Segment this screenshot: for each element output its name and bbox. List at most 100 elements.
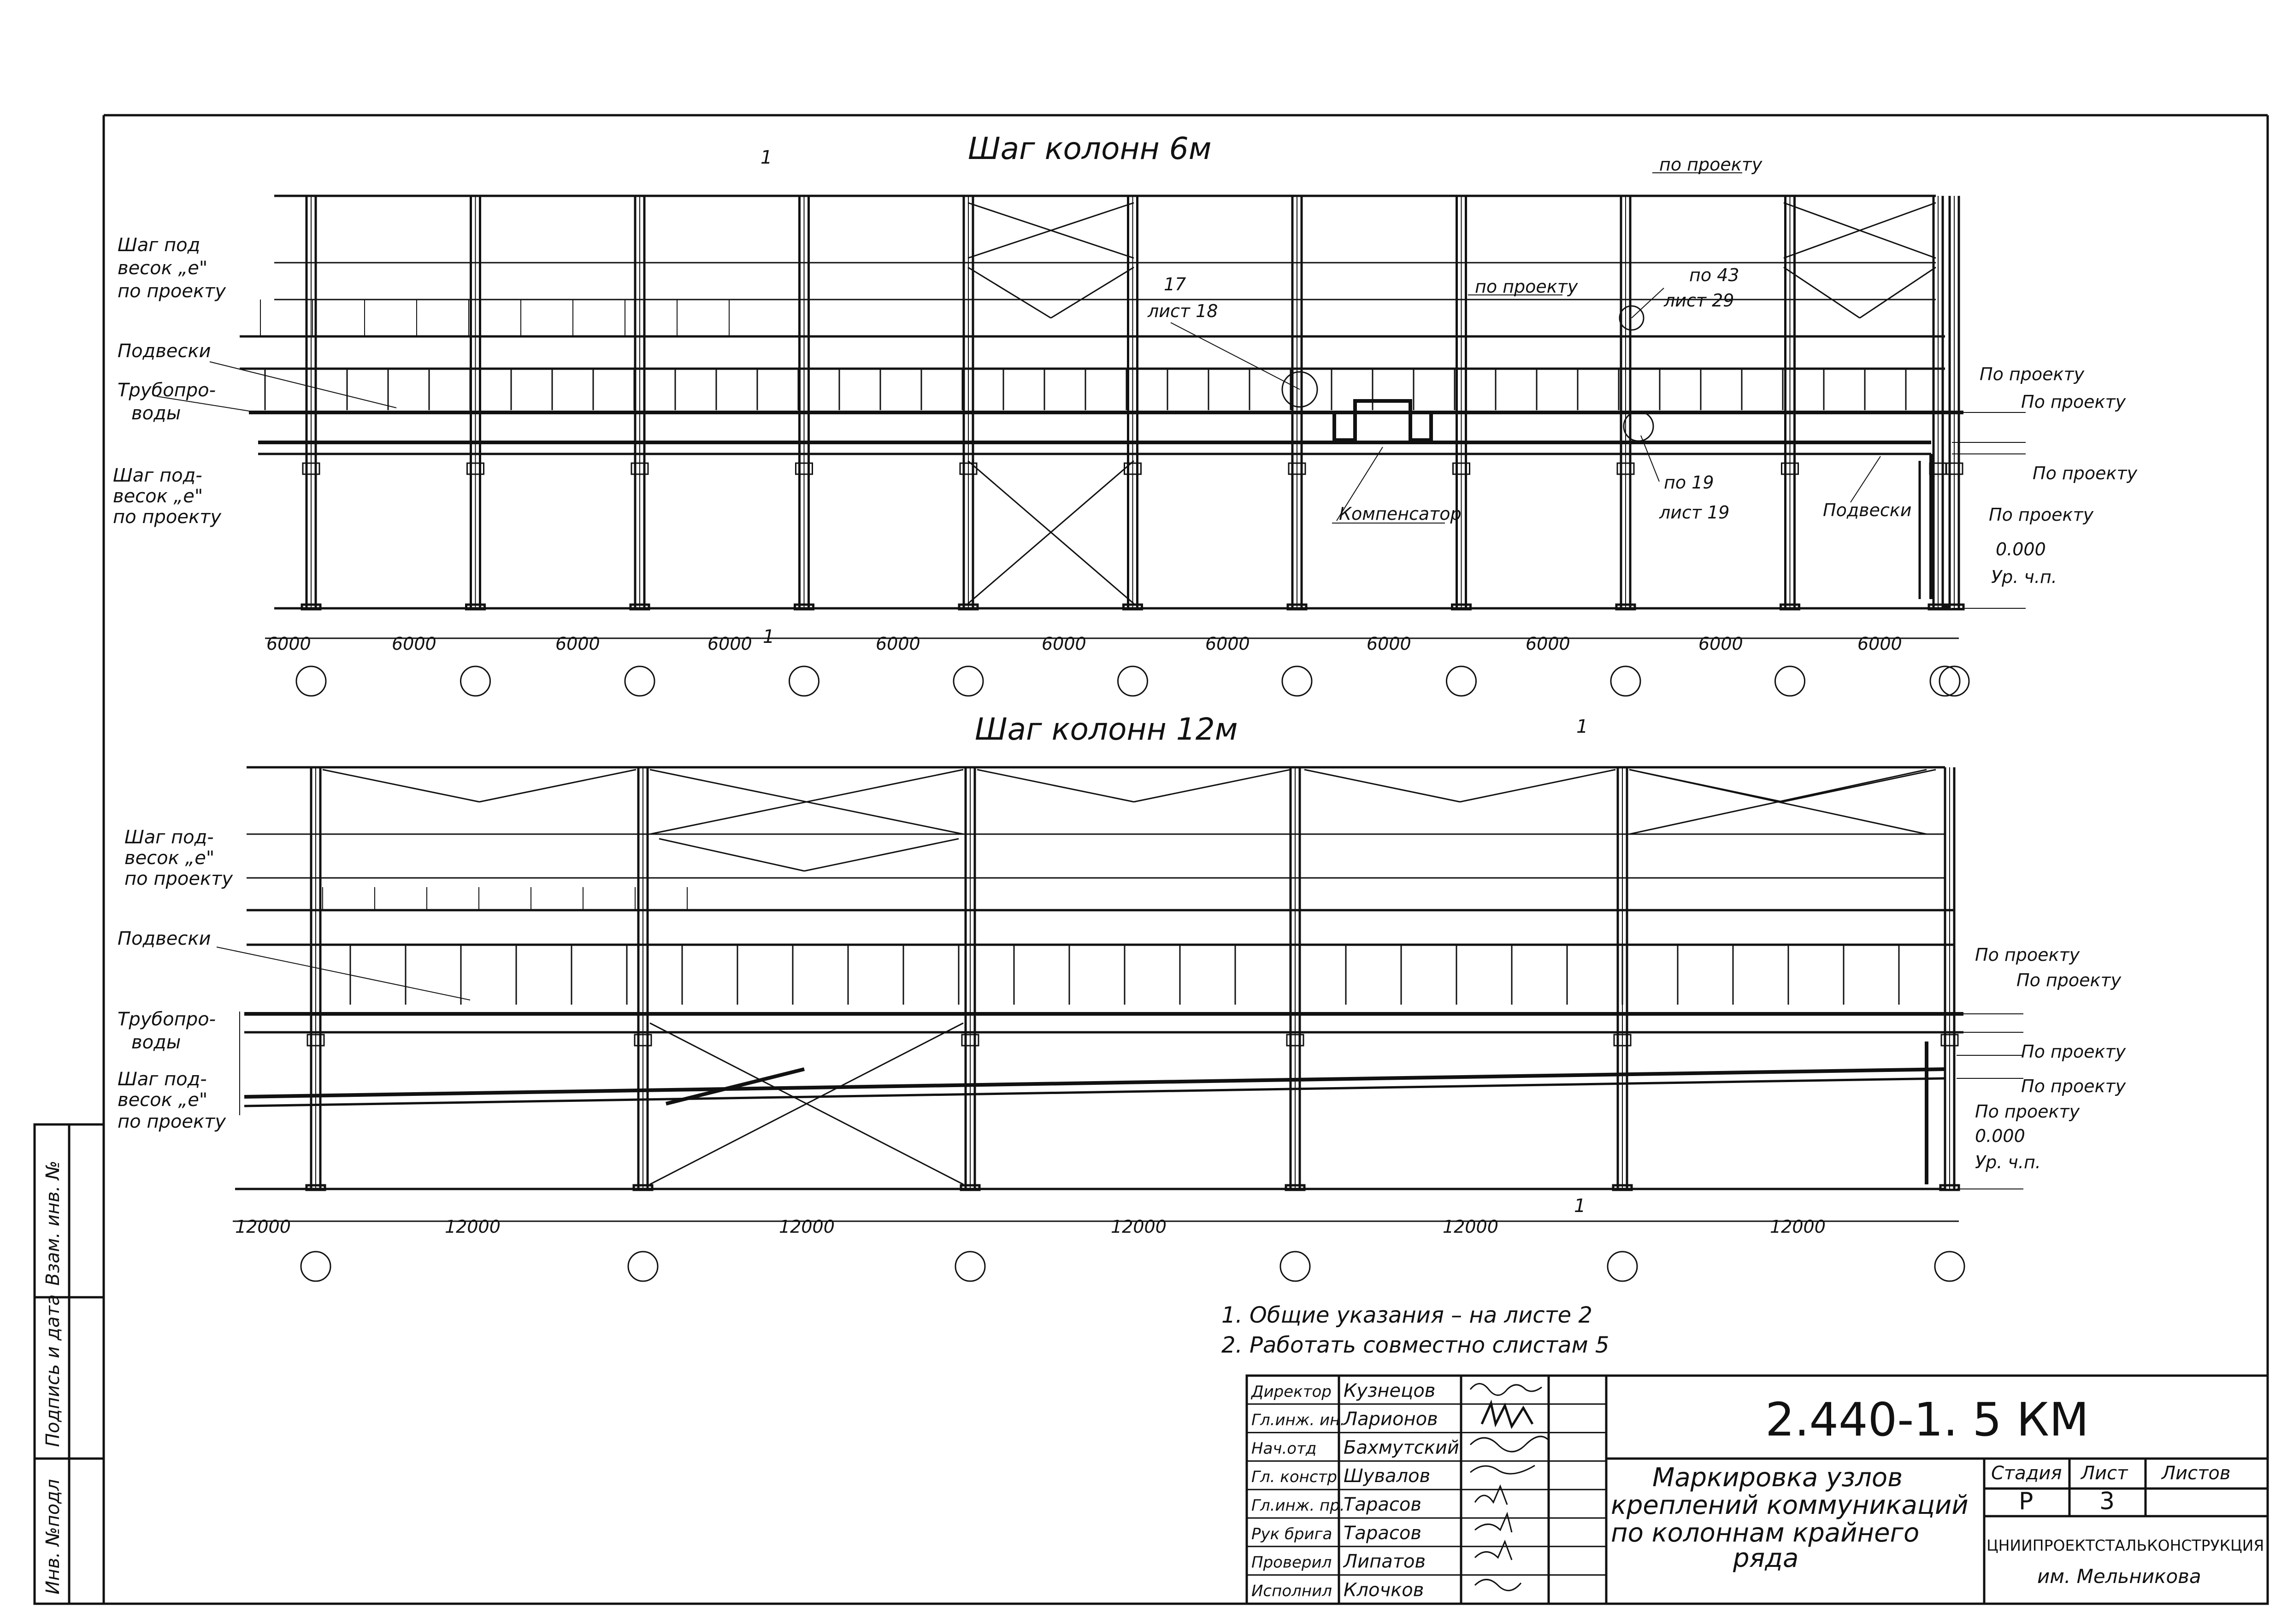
node17-leader [1170,322,1300,390]
top-axis-4 [789,665,819,697]
bottom-axis-2 [627,1251,659,1282]
strip-label-signature: Подпись и дата [42,1294,64,1447]
bottom-right-label-5: По проекту [1975,1101,2080,1122]
bottom-dim-6: 12000 [1770,1217,1826,1237]
top-section-1: 1 [760,147,772,168]
bottom-axis-1 [300,1251,331,1282]
bottom-spacing-top-3: по проекту [124,868,233,889]
staff-role-2: Гл.инж. ин. [1251,1411,1345,1430]
bottom-hangers-label: Подвески [118,928,211,949]
top-column-1 [301,196,322,611]
top-dim-2: 6000 [392,634,436,654]
org-name: ЦНИИПРОЕКТСТАЛЬКОНСТРУКЦИЯ [1986,1536,2264,1554]
top-brace-0 [967,202,1134,259]
top-column-5 [958,196,979,611]
bottom-brace-low [804,838,959,872]
top-axis-6 [1117,665,1148,697]
bottom-right-label-3: По проекту [2021,1041,2126,1062]
sheets-header: Листов [2161,1463,2230,1484]
compensator-leader [1336,447,1383,521]
node-19-circle [1623,411,1654,442]
top-column-9 [1615,196,1636,611]
top-brace-1 [1859,266,1936,319]
bottom-truss-2 [1460,769,1616,803]
top-axis-12 [1929,665,1961,697]
top-column-6 [1122,196,1143,611]
bottom-pipes-label-2: воды [131,1032,181,1053]
bottom-dim-1: 12000 [235,1217,291,1237]
stage-header: Стадия [1991,1463,2062,1484]
top-hangers-right: Подвески [1823,500,1911,520]
drawing-title-3: по колоннам крайнего [1611,1518,1919,1548]
top-column-3 [629,196,650,611]
bottom-brace-low [659,838,805,872]
staff-name-7: Липатов [1343,1551,1426,1572]
top-hangers-leader [209,361,397,408]
top-dim-7: 6000 [1205,634,1250,654]
top-axis-7 [1281,665,1313,697]
top-column-10 [1780,196,1800,611]
bottom-hangers-leader [216,947,471,1000]
node43-number: по 43 [1689,265,1739,285]
top-by-project-upper: по проекту [1659,154,1762,175]
top-callouts: 17 лист 18 по 43 лист 29 по 19 лист 19 п… [1147,154,1911,524]
top-axis-9 [1610,665,1641,697]
top-dim-4: 6000 [707,634,752,654]
top-brace-0 [1050,266,1134,319]
staff-name-1: Кузнецов [1344,1380,1435,1401]
top-right-label-3: По проекту [2033,463,2138,483]
bottom-right-label-6: 0.000 [1975,1126,2025,1146]
node-17-circle [1281,371,1318,408]
top-spacing-bottom-1: Шаг под- [113,465,202,486]
node19-sheet: лист 19 [1659,502,1729,523]
top-hangers-label: Подвески [118,341,211,362]
top-right-label-6: Ур. ч.п. [1991,567,2057,587]
top-axis-1 [295,665,327,697]
staff-role-4: Гл. констр. [1251,1468,1342,1486]
top-brace-0 [967,266,1051,319]
bottom-truss-2 [1304,769,1460,803]
top-spacing-top-1: Шаг под [118,235,200,256]
bottom-right-label-4: По проекту [2021,1076,2126,1096]
bottom-spacing-top-2: весок „е" [124,847,214,869]
top-lower-brace [967,460,1134,605]
note-1: 1. Общие указания – на листе 2 [1221,1302,1592,1328]
staff-role-1: Директор [1250,1383,1332,1401]
bottom-spacing-bottom-3: по проекту [118,1111,226,1132]
top-section-2: 1 [763,626,774,647]
bottom-truss-3 [1782,769,1936,803]
top-dim-11: 6000 [1857,634,1902,654]
bottom-axis-3 [955,1251,986,1282]
top-right-label-2: По проекту [2021,392,2126,412]
drawing-title-4: ряда [1733,1543,1798,1573]
bottom-column-4 [1285,767,1306,1191]
top-by-project-mid: по проекту [1475,277,1578,297]
top-pipes-label-2: воды [131,403,181,424]
top-column-2 [465,196,486,611]
top-axis-10 [1774,665,1805,697]
bottom-spacing-bottom-1: Шаг под- [118,1069,207,1090]
bottom-truss-1 [977,769,1134,803]
bottom-right-labels: По проекту По проекту По проекту По прое… [1975,945,2126,1172]
general-notes: 1. Общие указания – на листе 2 2. Работа… [1221,1302,1609,1358]
bottom-truss-1 [1133,769,1291,803]
staff-role-8: Исполнил [1251,1582,1332,1600]
top-right-label-5: 0.000 [1996,539,2046,559]
bottom-section-1: 1 [1576,716,1588,737]
top-dim-3: 6000 [555,634,600,654]
top-dim-1: 6000 [266,634,311,654]
bottom-view-title: Шаг колонн 12м [975,712,1238,747]
node17-sheet: лист 18 [1147,301,1218,321]
bottom-truss-0 [322,769,480,803]
top-axis-3 [624,665,655,697]
bottom-column-3 [960,767,981,1191]
bottom-spacing-bottom-2: весок „е" [118,1089,207,1111]
drawing-title-2: креплений коммуникаций [1611,1490,1969,1520]
staff-role-5: Гл.инж. пр. [1251,1496,1345,1515]
